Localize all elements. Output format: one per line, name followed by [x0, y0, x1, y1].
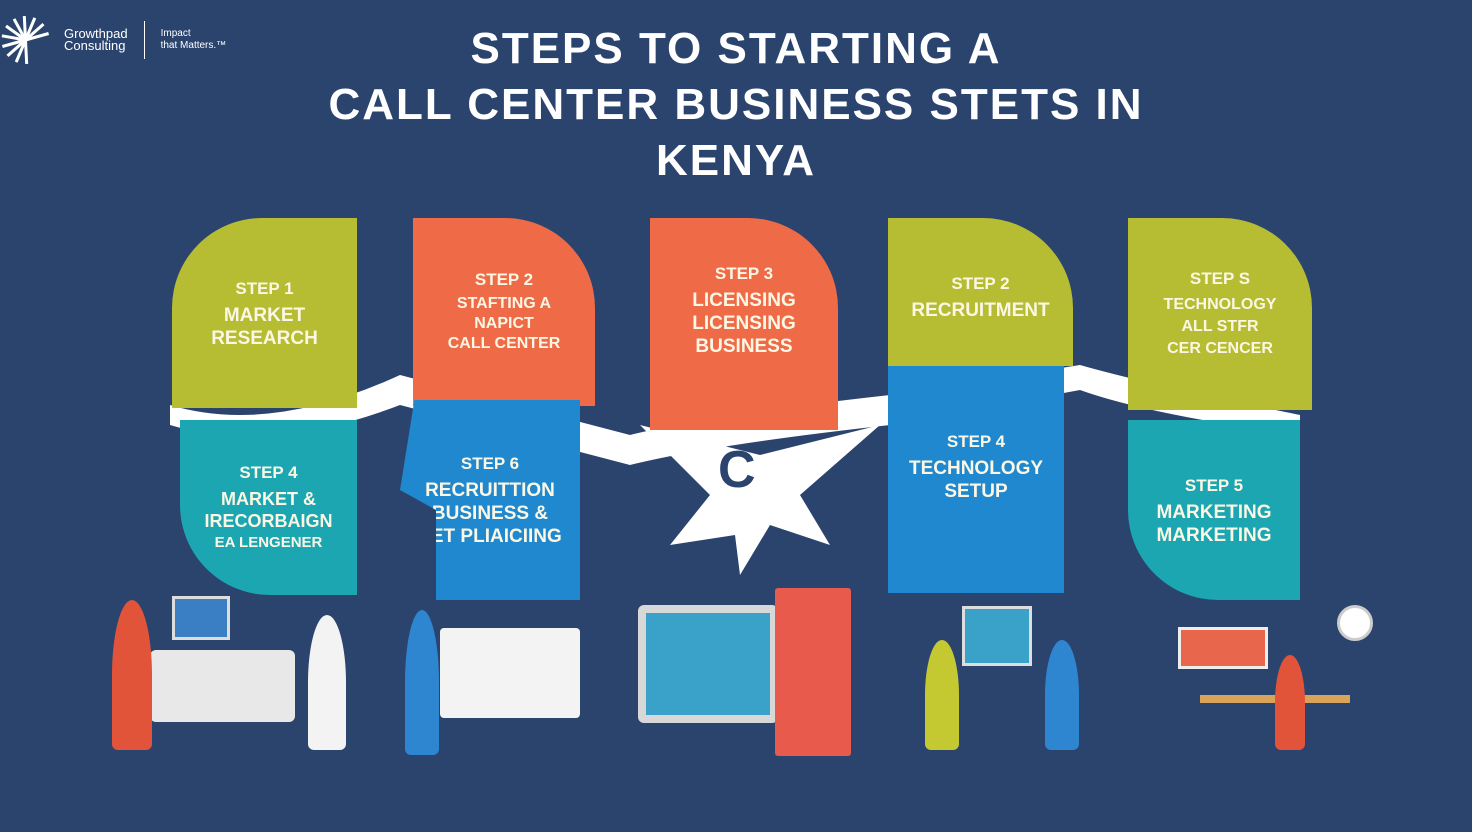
step-number: STEP 6: [460, 454, 520, 473]
brand-line1: Growthpad: [64, 26, 128, 41]
step-card-3: STEP 3 LICENSING LICENSING BUSINESS: [650, 218, 838, 430]
step-card-2: STEP 2 STAFTING A NAPICT CALL CENTER: [413, 218, 595, 406]
step-text: RECRUITMENT: [911, 300, 1050, 321]
step-number: STEP 2: [951, 274, 1010, 293]
step-text: BUSINESS: [695, 336, 793, 357]
step-text: CER CENCER: [1167, 340, 1273, 357]
step-card-9: STEP 5 MARKETING MARKETING: [1128, 420, 1300, 600]
step-text: TECHNOLOGY: [1163, 296, 1277, 313]
step-number: STEP 2: [474, 270, 534, 289]
step-text: STAFTING A: [456, 295, 552, 312]
woman-figure-illustration: [112, 600, 152, 750]
step-card-4: STEP 2 RECRUITMENT: [888, 218, 1073, 366]
worker-figure-illustration: [925, 640, 959, 750]
step-text: TECHNOLOGY: [908, 458, 1044, 479]
step-number: STEP S: [1189, 269, 1251, 288]
title-line3: KENYA: [656, 136, 816, 185]
step-number: STEP 5: [1184, 475, 1244, 495]
step-card-1: STEP 1 MARKET RESEARCH: [172, 218, 357, 408]
step-number: STEP 1: [235, 278, 294, 298]
step-card-8: STEP 4 TECHNOLOGY SETUP: [888, 340, 1064, 593]
title-line2: CALL CENTER BUSINESS STETS IN: [328, 80, 1144, 129]
brand-line2: Consulting: [64, 38, 126, 53]
step-card-5: STEP S TECHNOLOGY ALL STFR CER CENCER: [1128, 218, 1312, 410]
step-text: CALL CENTER: [447, 335, 561, 352]
computer-illustration: [638, 605, 778, 723]
step-text: MARKETING: [1156, 501, 1272, 523]
man-figure-illustration: [308, 615, 346, 750]
worker-figure-illustration: [1275, 655, 1305, 750]
step-text: SET PLIAICIING: [418, 526, 562, 547]
wall-board-illustration: [1178, 627, 1268, 669]
step-text: MARKETING: [1156, 524, 1272, 546]
tagline-line1: Impact: [160, 28, 191, 39]
presentation-screen-illustration: [440, 628, 580, 718]
step-text: IRECORBAIGN: [204, 510, 333, 531]
step-text: LICENSING: [692, 290, 796, 311]
step-text: EA LENGENER: [214, 533, 323, 551]
step-text: ALL STFR: [1181, 318, 1259, 335]
desktop-monitor-illustration: [172, 596, 230, 640]
step-text: LICENSING: [692, 313, 796, 334]
step-text: RECRUITTION: [425, 480, 555, 501]
step-card-7: STEP 6 RECRUITTION BUSINESS & SET PLIAIC…: [400, 400, 580, 600]
step-text: RESEARCH: [211, 327, 318, 349]
reception-desk-illustration: [150, 650, 295, 722]
step-card-6: STEP 4 MARKET & IRECORBAIGN EA LENGENER: [180, 420, 357, 595]
presenter-figure-illustration: [405, 610, 439, 755]
title-line1: STEPS TO STARTING A: [470, 24, 1002, 73]
step-text: MARKET: [223, 304, 306, 326]
step-number: STEP 3: [714, 264, 774, 283]
wall-clock-icon: [1337, 605, 1373, 641]
center-star-letter: C: [718, 441, 756, 499]
step-number: STEP 4: [239, 462, 298, 482]
step-text: NAPICT: [474, 315, 534, 332]
tagline-line2: that Matters.™: [160, 40, 227, 51]
worker-figure-illustration: [1045, 640, 1079, 750]
server-tower-illustration: [775, 588, 851, 756]
logo-divider: [143, 21, 145, 59]
step-text: MARKET &: [221, 488, 316, 509]
office-monitor-illustration: [962, 606, 1032, 666]
step-text: BUSINESS &: [431, 503, 549, 524]
step-number: STEP 4: [946, 432, 1006, 451]
step-text: SETUP: [944, 481, 1008, 502]
